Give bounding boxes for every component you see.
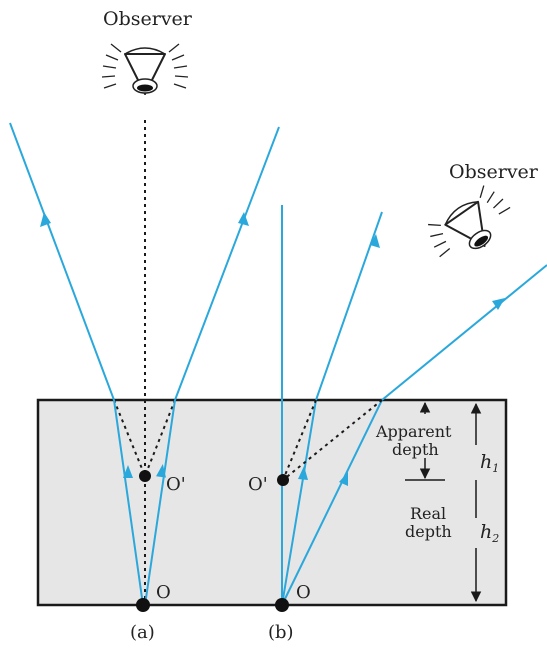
arrow-out-right-a	[238, 212, 249, 226]
ray-inside-right-a	[144, 399, 176, 606]
arrow-inside-right-a	[156, 464, 166, 478]
arrow-out-left-a	[40, 212, 51, 227]
caption-a: (a)	[130, 622, 155, 643]
object-label-a: O	[156, 582, 171, 603]
image-label-a: O'	[166, 474, 186, 495]
arrow-out-oblique-b	[492, 298, 505, 310]
panel-a	[9, 43, 280, 612]
arrow-inside-mid-b	[298, 466, 308, 480]
apparent-depth-label-1: Apparent	[375, 422, 452, 441]
ray-out-oblique-b	[381, 264, 547, 401]
arrow-out-mid-b	[370, 234, 380, 248]
ray-out-right-a	[174, 126, 280, 401]
observer-label-b: Observer	[449, 161, 539, 183]
apparent-depth-label-2: depth	[392, 440, 439, 459]
ray-out-mid-b	[315, 211, 383, 401]
ray-inside-mid-b	[281, 399, 317, 606]
eye-icon	[428, 185, 511, 258]
arrow-inside-left-a	[123, 465, 133, 478]
virtual-ray-oblique-b	[282, 399, 383, 481]
eye-icon	[101, 43, 189, 95]
image-point-b	[277, 474, 289, 486]
h2-label: h2	[480, 521, 499, 545]
real-depth-label-1: Real	[410, 504, 446, 523]
caption-b: (b)	[268, 622, 294, 643]
arrow-inside-oblique-b	[339, 472, 348, 486]
real-depth-label-2: depth	[405, 522, 452, 541]
object-label-b: O	[296, 582, 311, 603]
virtual-ray-mid-b	[282, 399, 317, 481]
ray-inside-oblique-b	[281, 399, 383, 606]
h1-label: h1	[480, 451, 499, 475]
ray-inside-left-a	[113, 399, 144, 606]
panel-b	[275, 185, 547, 612]
ray-out-left-a	[9, 122, 115, 401]
observer-label-a: Observer	[103, 8, 193, 30]
glass-block	[36, 398, 508, 607]
object-point-b	[275, 598, 289, 612]
object-point-a	[136, 598, 150, 612]
image-label-b: O'	[248, 474, 268, 495]
image-point-a	[139, 470, 151, 482]
